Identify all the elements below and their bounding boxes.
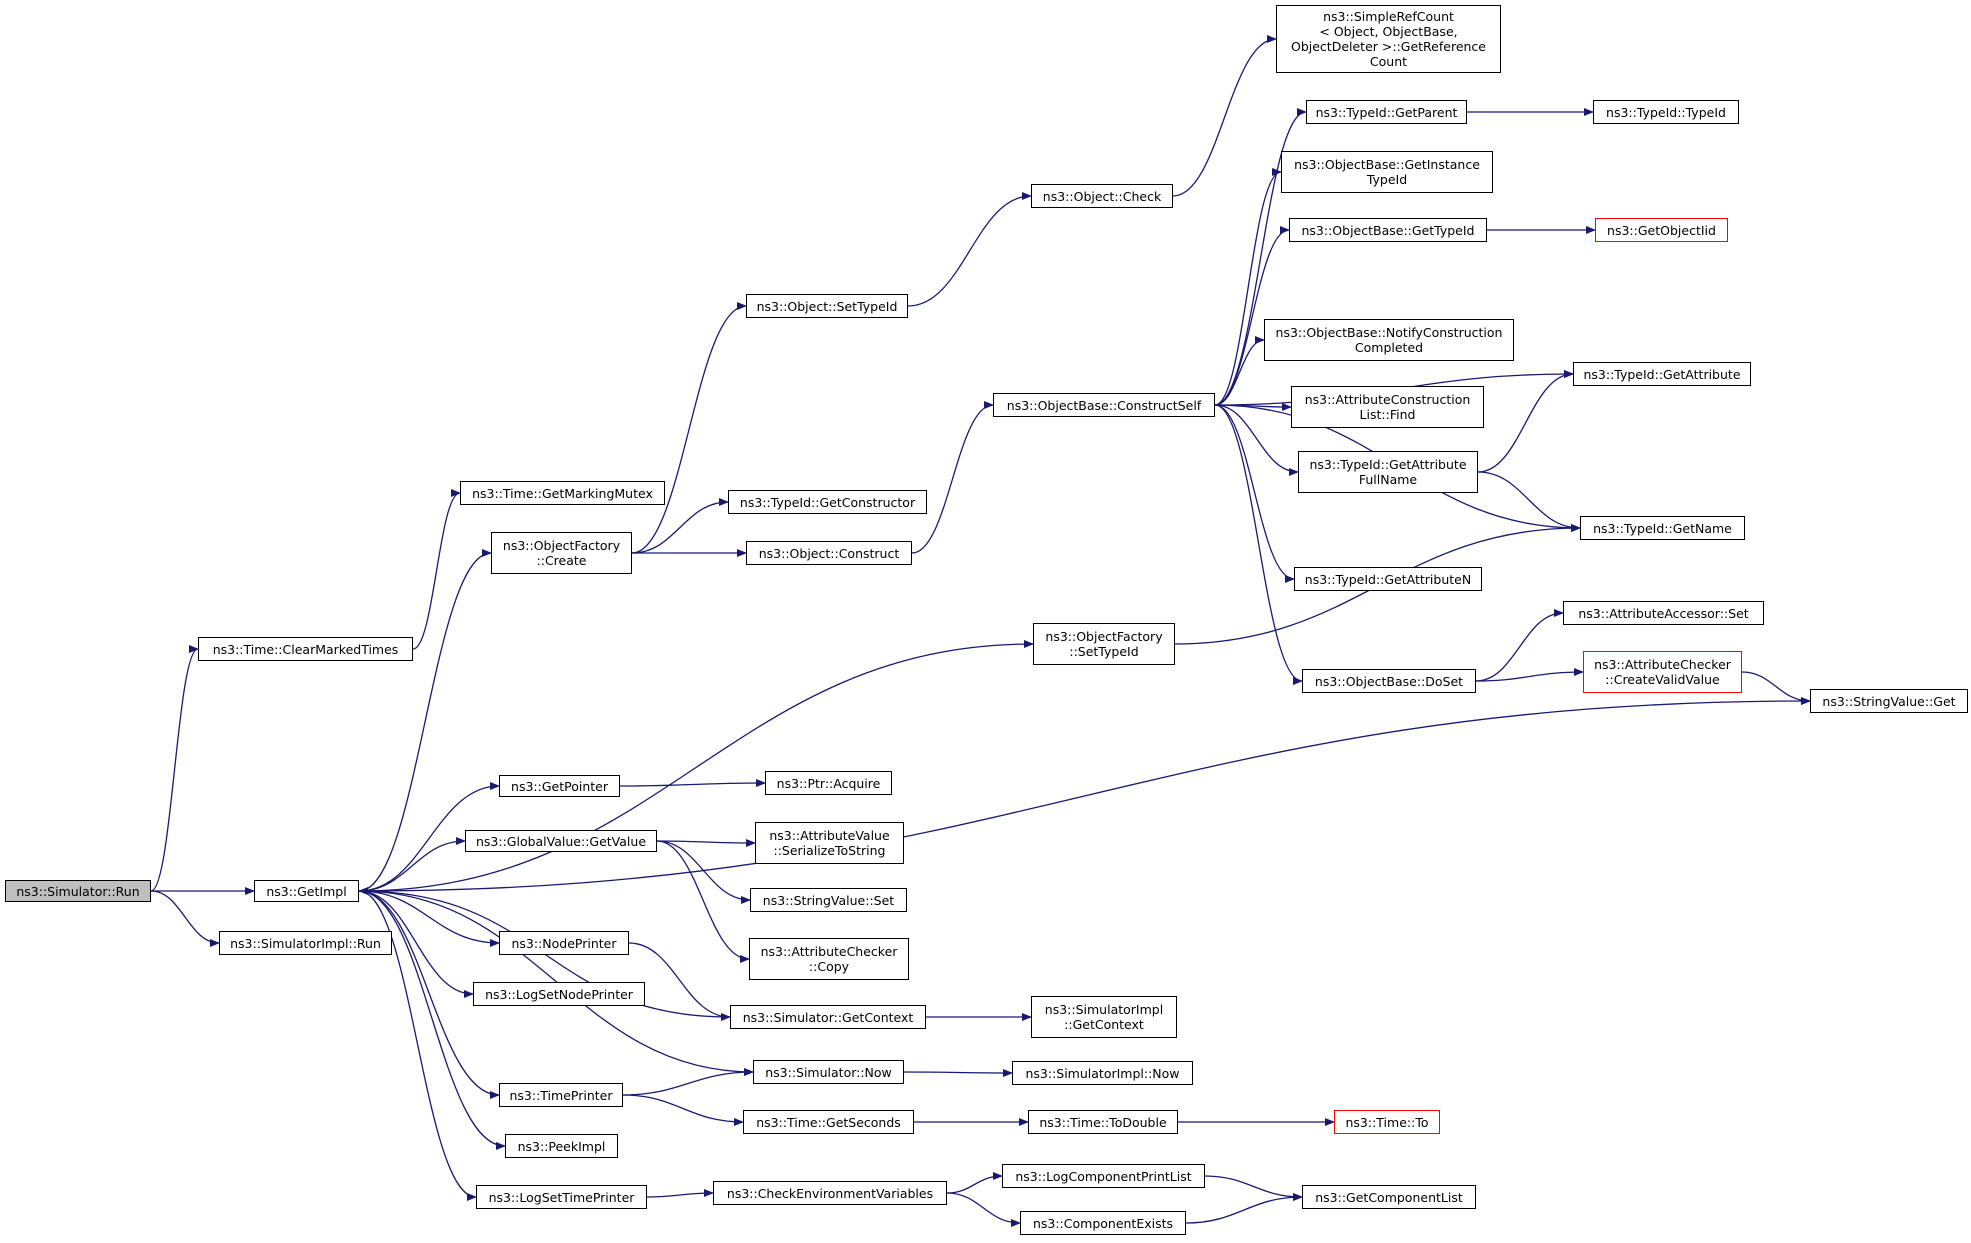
edge-obj-check-to-simplerefcount: [1172, 35, 1277, 197]
node-logsetnodeprinter[interactable]: ns3::LogSetNodePrinter: [473, 982, 645, 1006]
node-tid-getparent[interactable]: ns3::TypeId::GetParent: [1306, 100, 1467, 124]
edge-gv-getvalue-to-ac-copy: [656, 840, 750, 963]
node-ob-doset[interactable]: ns3::ObjectBase::DoSet: [1302, 669, 1476, 693]
node-ob-notify[interactable]: ns3::ObjectBase::NotifyConstruction Comp…: [1264, 319, 1514, 361]
node-logsettimeprinter[interactable]: ns3::LogSetTimePrinter: [476, 1185, 647, 1209]
edge-get-impl-to-logsetnodeprinter: [358, 890, 474, 998]
edge-obj-settypeid-to-obj-check: [907, 192, 1032, 307]
node-simimpl-run[interactable]: ns3::SimulatorImpl::Run: [219, 931, 392, 955]
edge-get-impl-to-timeprinter: [358, 890, 500, 1099]
edge-ob-doset-to-ac-createvalid: [1475, 668, 1584, 682]
node-obj-check[interactable]: ns3::Object::Check: [1031, 184, 1173, 208]
edge-get-impl-to-peekimpl: [358, 890, 506, 1150]
edge-of-create-to-tid-getconstructor: [631, 498, 729, 554]
node-sim-getcontext[interactable]: ns3::Simulator::GetContext: [730, 1005, 926, 1029]
edge-get-impl-to-sim-now: [358, 890, 754, 1076]
node-ob-getinstancetypeid[interactable]: ns3::ObjectBase::GetInstance TypeId: [1281, 151, 1493, 193]
node-timeprinter[interactable]: ns3::TimePrinter: [499, 1083, 623, 1107]
node-acl-find[interactable]: ns3::AttributeConstruction List::Find: [1291, 386, 1484, 428]
node-ptr-acquire[interactable]: ns3::Ptr::Acquire: [765, 771, 892, 795]
edge-ac-createvalid-to-sv-get: [1741, 671, 1811, 705]
node-tid-getconstructor[interactable]: ns3::TypeId::GetConstructor: [728, 490, 927, 514]
node-ob-constructself[interactable]: ns3::ObjectBase::ConstructSelf: [993, 393, 1215, 417]
edge-sim-run-to-simimpl-run: [150, 890, 220, 947]
node-get-impl[interactable]: ns3::GetImpl: [254, 880, 359, 902]
node-time-getseconds[interactable]: ns3::Time::GetSeconds: [743, 1110, 914, 1134]
node-ac-createvalid[interactable]: ns3::AttributeChecker ::CreateValidValue: [1583, 651, 1742, 693]
edge-ob-constructself-to-tid-getattrfullname: [1214, 404, 1299, 476]
edge-logcomp-printlist-to-getcomponentlist: [1204, 1175, 1303, 1201]
edge-tid-getattrfullname-to-tid-getattribute: [1477, 370, 1574, 473]
edge-clear-marked-to-marking-mutex: [412, 489, 461, 650]
node-obj-settypeid[interactable]: ns3::Object::SetTypeId: [746, 294, 908, 318]
edge-sim-run-to-clear-marked: [150, 645, 199, 892]
edge-get-impl-to-of-settypeid: [358, 640, 1034, 892]
edge-get-impl-to-nodeprinter: [358, 890, 500, 947]
node-gv-getvalue[interactable]: ns3::GlobalValue::GetValue: [465, 830, 657, 852]
node-getpointer[interactable]: ns3::GetPointer: [499, 775, 620, 797]
node-marking-mutex[interactable]: ns3::Time::GetMarkingMutex: [460, 481, 665, 505]
node-of-settypeid[interactable]: ns3::ObjectFactory ::SetTypeId: [1033, 623, 1175, 665]
node-aa-set[interactable]: ns3::AttributeAccessor::Set: [1563, 601, 1764, 625]
edge-checkenv-to-comp-exists: [946, 1192, 1021, 1227]
node-of-create[interactable]: ns3::ObjectFactory ::Create: [491, 532, 632, 574]
node-tid-typeid[interactable]: ns3::TypeId::TypeId: [1593, 100, 1739, 124]
edge-timeprinter-to-sim-now: [622, 1068, 754, 1096]
edge-ob-constructself-to-tid-getattrn: [1214, 404, 1295, 583]
node-simimpl-getcontext[interactable]: ns3::SimulatorImpl ::GetContext: [1031, 996, 1177, 1038]
node-tid-getattrfullname[interactable]: ns3::TypeId::GetAttribute FullName: [1298, 451, 1478, 493]
edge-comp-exists-to-getcomponentlist: [1185, 1193, 1303, 1224]
edge-ob-constructself-to-ob-getinstancetypeid: [1214, 168, 1282, 406]
node-getobjectiid[interactable]: ns3::GetObjectIid: [1595, 218, 1728, 242]
node-sim-now[interactable]: ns3::Simulator::Now: [753, 1060, 904, 1084]
node-checkenv[interactable]: ns3::CheckEnvironmentVariables: [713, 1181, 947, 1205]
edge-tid-getattrfullname-to-tid-getname: [1477, 471, 1581, 532]
node-time-to[interactable]: ns3::Time::To: [1334, 1110, 1440, 1134]
edge-ob-constructself-to-ob-notify: [1214, 336, 1265, 406]
node-logcomp-printlist[interactable]: ns3::LogComponentPrintList: [1002, 1164, 1205, 1188]
edge-get-impl-to-sv-get: [358, 697, 1811, 892]
edge-ob-doset-to-aa-set: [1475, 609, 1564, 682]
node-clear-marked[interactable]: ns3::Time::ClearMarkedTimes: [198, 637, 413, 661]
edge-gv-getvalue-to-sv-set: [656, 840, 751, 904]
node-sv-get[interactable]: ns3::StringValue::Get: [1810, 689, 1968, 713]
node-peekimpl[interactable]: ns3::PeekImpl: [505, 1134, 618, 1158]
node-simplerefcount[interactable]: ns3::SimpleRefCount < Object, ObjectBase…: [1276, 5, 1501, 73]
edge-get-impl-to-logsettimeprinter: [358, 890, 477, 1201]
node-ob-gettypeid[interactable]: ns3::ObjectBase::GetTypeId: [1289, 218, 1487, 242]
node-tid-getattribute[interactable]: ns3::TypeId::GetAttribute: [1573, 362, 1751, 386]
edge-logsettimeprinter-to-checkenv: [646, 1189, 714, 1198]
node-getcomponentlist[interactable]: ns3::GetComponentList: [1302, 1185, 1476, 1209]
edge-gv-getvalue-to-av-serialize: [656, 838, 756, 847]
node-obj-construct[interactable]: ns3::Object::Construct: [746, 541, 912, 565]
edge-get-impl-to-of-create: [358, 549, 492, 892]
node-tid-getattrn[interactable]: ns3::TypeId::GetAttributeN: [1294, 567, 1482, 591]
node-ac-copy[interactable]: ns3::AttributeChecker ::Copy: [749, 938, 909, 980]
node-av-serialize[interactable]: ns3::AttributeValue ::SerializeToString: [755, 822, 904, 864]
edge-nodeprinter-to-sim-getcontext: [628, 942, 731, 1021]
edge-of-create-to-obj-settypeid: [631, 302, 747, 554]
edge-ob-constructself-to-tid-getparent: [1214, 108, 1307, 406]
edge-get-impl-to-gv-getvalue: [358, 837, 466, 892]
node-simimpl-now[interactable]: ns3::SimulatorImpl::Now: [1012, 1061, 1193, 1085]
edge-sim-now-to-simimpl-now: [903, 1068, 1013, 1077]
node-nodeprinter[interactable]: ns3::NodePrinter: [499, 931, 629, 955]
node-comp-exists[interactable]: ns3::ComponentExists: [1020, 1211, 1186, 1235]
edge-timeprinter-to-time-getseconds: [622, 1094, 744, 1126]
edge-ob-constructself-to-ob-doset: [1214, 404, 1303, 685]
edge-obj-construct-to-ob-constructself: [911, 401, 994, 554]
node-time-todouble[interactable]: ns3::Time::ToDouble: [1028, 1110, 1178, 1134]
edge-getpointer-to-ptr-acquire: [619, 779, 766, 788]
node-sim-run[interactable]: ns3::Simulator::Run: [5, 880, 151, 902]
edge-checkenv-to-logcomp-printlist: [946, 1172, 1003, 1194]
node-tid-getname[interactable]: ns3::TypeId::GetName: [1580, 516, 1745, 540]
node-sv-set[interactable]: ns3::StringValue::Set: [750, 888, 907, 912]
